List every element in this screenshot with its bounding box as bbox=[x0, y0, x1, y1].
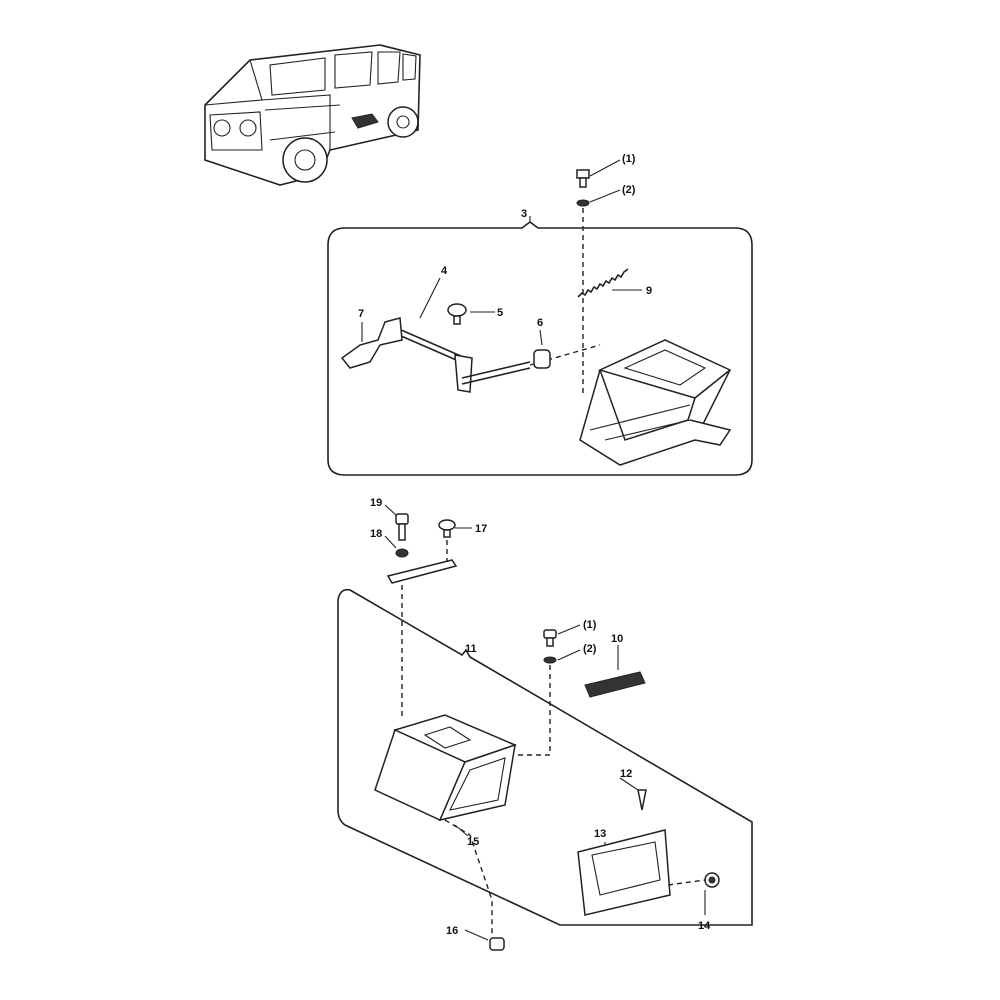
trim-strip-10 bbox=[584, 671, 646, 698]
clip-5 bbox=[447, 303, 467, 325]
label-7: 7 bbox=[358, 308, 364, 320]
nut-16 bbox=[489, 937, 505, 951]
label-13: 13 bbox=[594, 828, 606, 840]
label-6: 6 bbox=[537, 317, 543, 329]
washer-2-lower bbox=[543, 656, 557, 664]
lower-bracket-box bbox=[374, 714, 518, 822]
pedal-7 bbox=[340, 317, 403, 369]
clip-17 bbox=[438, 519, 456, 538]
label-11: 11 bbox=[465, 643, 477, 655]
label-2-upper: (2) bbox=[622, 184, 636, 196]
label-17: 17 bbox=[475, 523, 487, 535]
label-15: 15 bbox=[467, 836, 479, 848]
label-9: 9 bbox=[646, 285, 652, 297]
label-18: 18 bbox=[370, 528, 382, 540]
bolt-1-lower bbox=[543, 629, 557, 647]
label-16: 16 bbox=[446, 925, 458, 937]
lower-assembly-frame bbox=[337, 588, 753, 926]
bolt-1-upper bbox=[576, 169, 590, 188]
label-4: 4 bbox=[441, 265, 448, 277]
label-10: 10 bbox=[611, 633, 623, 645]
upper-assembly-frame bbox=[327, 221, 753, 476]
bolt-19 bbox=[395, 513, 409, 541]
label-1-lower: (1) bbox=[583, 619, 597, 631]
upper-bracket bbox=[579, 339, 732, 466]
vehicle-illustration bbox=[204, 44, 421, 186]
cover-13 bbox=[577, 829, 671, 916]
plate-bar bbox=[386, 559, 458, 584]
grommet-14 bbox=[704, 872, 720, 888]
screw-12 bbox=[637, 789, 647, 811]
label-1-upper: (1) bbox=[622, 153, 636, 165]
stop-6 bbox=[533, 349, 551, 369]
washer-18 bbox=[395, 548, 409, 558]
label-19: 19 bbox=[370, 497, 382, 509]
label-3: 3 bbox=[521, 208, 527, 220]
label-2-lower: (2) bbox=[583, 643, 597, 655]
washer-2-upper bbox=[576, 199, 590, 207]
spring-9 bbox=[577, 268, 629, 298]
label-5: 5 bbox=[497, 307, 503, 319]
label-14: 14 bbox=[698, 920, 711, 932]
label-12: 12 bbox=[620, 768, 632, 780]
